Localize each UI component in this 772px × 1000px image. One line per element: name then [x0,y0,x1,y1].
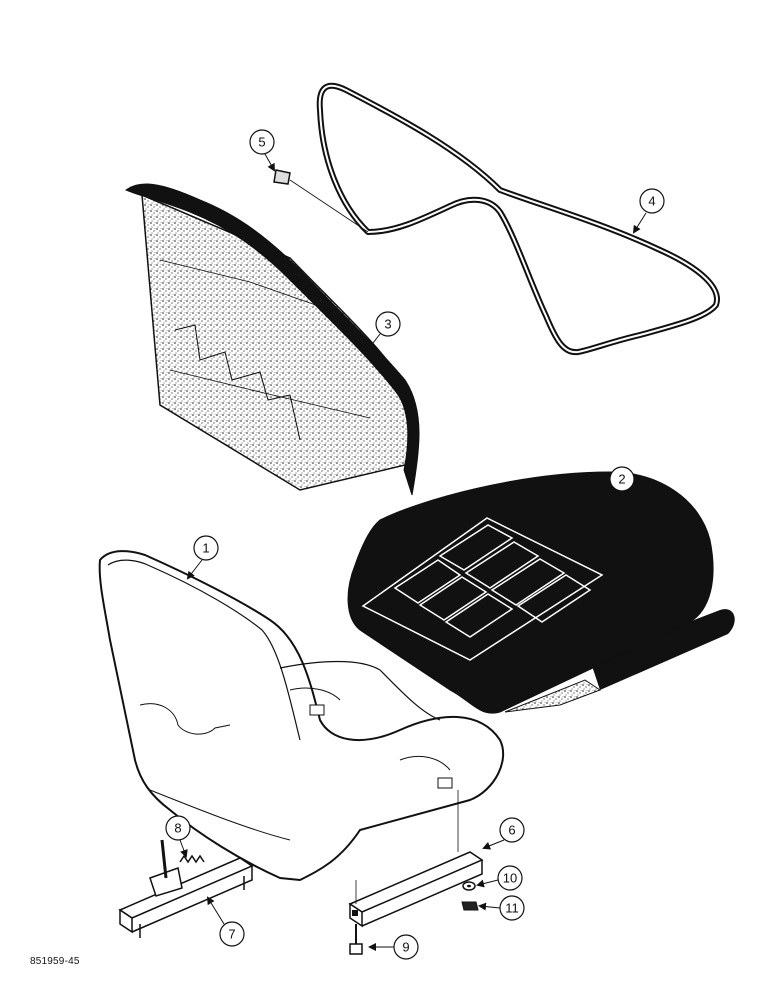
callout-label-10: 10 [503,871,517,886]
callout-circle [499,895,525,921]
callout-circle [165,815,191,841]
callout-circle [219,921,245,947]
callout-6: 6 [482,817,525,850]
seat-cushion-part [347,471,735,714]
back-cushion-part [124,183,420,496]
callout-circle [609,466,635,492]
callout-label-11: 11 [505,901,519,916]
callout-label-9: 9 [402,940,409,955]
callout-circle [375,311,401,337]
callout-circle [639,188,665,214]
callout-11: 11 [478,895,525,921]
nut-part [461,901,479,911]
callout-3: 3 [364,311,401,354]
left-slide-rail-part [118,839,254,938]
callout-label-4: 4 [648,194,655,209]
washer-part [462,881,476,891]
right-slide-rail-part [348,790,484,928]
callout-label-1: 1 [202,541,209,556]
callout-7: 7 [206,896,245,947]
callout-circle [249,129,275,155]
bolt-part [349,924,363,955]
callout-8: 8 [165,815,191,858]
figure-id-label: 851959-45 [30,956,80,967]
callout-5: 5 [249,129,275,172]
callout-9: 9 [368,934,419,960]
callout-circle [497,865,523,891]
bead-joiner-part [273,169,369,233]
callout-2: 2 [602,466,635,512]
seat-shell-part [98,550,505,882]
callout-label-2: 2 [618,472,625,487]
callout-label-8: 8 [174,821,181,836]
callout-circle [193,535,219,561]
callout-4: 4 [632,188,665,234]
callout-circle [499,817,525,843]
callout-circle [393,934,419,960]
callout-label-3: 3 [384,317,391,332]
callout-label-5: 5 [258,135,265,150]
trim-bead-part [316,82,720,356]
callout-10: 10 [476,865,523,891]
spring-part [179,854,205,864]
callout-label-7: 7 [228,927,235,942]
callout-label-6: 6 [508,823,515,838]
callout-1: 1 [186,535,219,580]
